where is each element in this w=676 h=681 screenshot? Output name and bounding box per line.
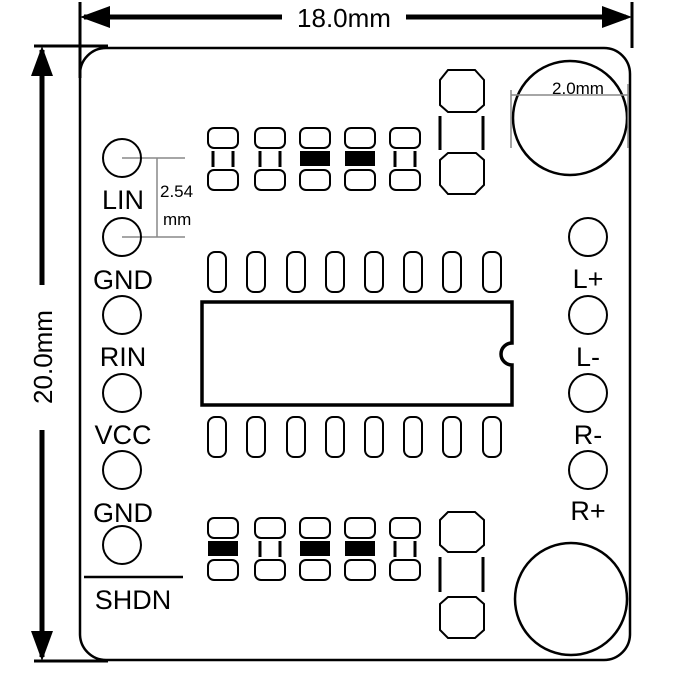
- right-pin-labels: L+ L- R- R+: [570, 264, 605, 526]
- ic-pad: [364, 416, 384, 458]
- smd-components-bottom: [207, 511, 485, 639]
- pin-label-shdn: SHDN: [95, 585, 172, 615]
- smd-large-component: [438, 511, 485, 639]
- ic-pads-bottom: [207, 416, 502, 458]
- board-outline: [78, 46, 632, 662]
- width-dimension: 18.0mm: [78, 2, 634, 78]
- ic-pad: [364, 251, 384, 293]
- pad-r-minus: [568, 373, 608, 413]
- pad-l-minus: [568, 295, 608, 335]
- left-pin-labels: LIN GND RIN VCC GND SHDN: [84, 185, 183, 615]
- ic-pad: [246, 251, 266, 293]
- smd-component: [299, 517, 331, 581]
- pad-l-plus: [568, 217, 608, 257]
- ic-pad: [482, 251, 502, 293]
- ic-pad: [325, 416, 345, 458]
- smd-large-component: [438, 69, 485, 195]
- smd-component: [207, 127, 239, 191]
- pin-label-rin: RIN: [100, 342, 147, 372]
- ic-pad: [286, 416, 306, 458]
- ic-pad: [442, 416, 462, 458]
- pin-label-r-plus: R+: [570, 496, 605, 526]
- smd-component: [344, 127, 376, 191]
- pad-vcc: [102, 373, 142, 413]
- height-dimension: 20.0mm: [28, 44, 108, 663]
- pin-label-r-minus: R-: [574, 420, 603, 450]
- mounting-hole-bottom: [513, 541, 629, 657]
- pitch-label-unit: mm: [163, 210, 191, 229]
- smd-component: [389, 517, 421, 581]
- pad-rin: [102, 295, 142, 335]
- smd-component: [299, 127, 331, 191]
- pin-label-gnd-2: GND: [93, 498, 153, 528]
- smd-component: [254, 517, 286, 581]
- smd-component: [344, 517, 376, 581]
- pad-lin: [102, 138, 142, 178]
- mounting-hole-top: 2.0mm: [510, 59, 629, 177]
- width-label: 18.0mm: [297, 3, 391, 33]
- pin-label-l-plus: L+: [573, 264, 604, 294]
- right-header: [568, 217, 608, 490]
- ic-pad: [403, 251, 423, 293]
- ic-pad: [207, 416, 227, 458]
- smd-component: [254, 127, 286, 191]
- pin-label-gnd-1: GND: [93, 265, 153, 295]
- ic-pads-top: [207, 251, 502, 293]
- ic-chip: [200, 300, 514, 407]
- pad-gnd-2: [102, 450, 142, 490]
- smd-component: [207, 517, 239, 581]
- pad-gnd-1: [102, 217, 142, 257]
- ic-pad: [207, 251, 227, 293]
- ic-pad: [286, 251, 306, 293]
- pad-shdn: [102, 525, 142, 565]
- height-label: 20.0mm: [28, 310, 58, 404]
- ic-pad: [246, 416, 266, 458]
- hole-size-label: 2.0mm: [552, 79, 604, 98]
- smd-component: [389, 127, 421, 191]
- pin-label-lin: LIN: [102, 185, 144, 215]
- pad-r-plus: [568, 450, 608, 490]
- ic-pad: [403, 416, 423, 458]
- ic-pad: [442, 251, 462, 293]
- ic-pad: [482, 416, 502, 458]
- pin-label-vcc: VCC: [94, 420, 151, 450]
- pin-label-l-minus: L-: [576, 342, 600, 372]
- pitch-label-value: 2.54: [160, 182, 193, 201]
- pitch-dimension: 2.54 mm: [122, 157, 193, 238]
- smd-components-top: [207, 69, 485, 195]
- ic-pad: [325, 251, 345, 293]
- left-header: [102, 138, 142, 565]
